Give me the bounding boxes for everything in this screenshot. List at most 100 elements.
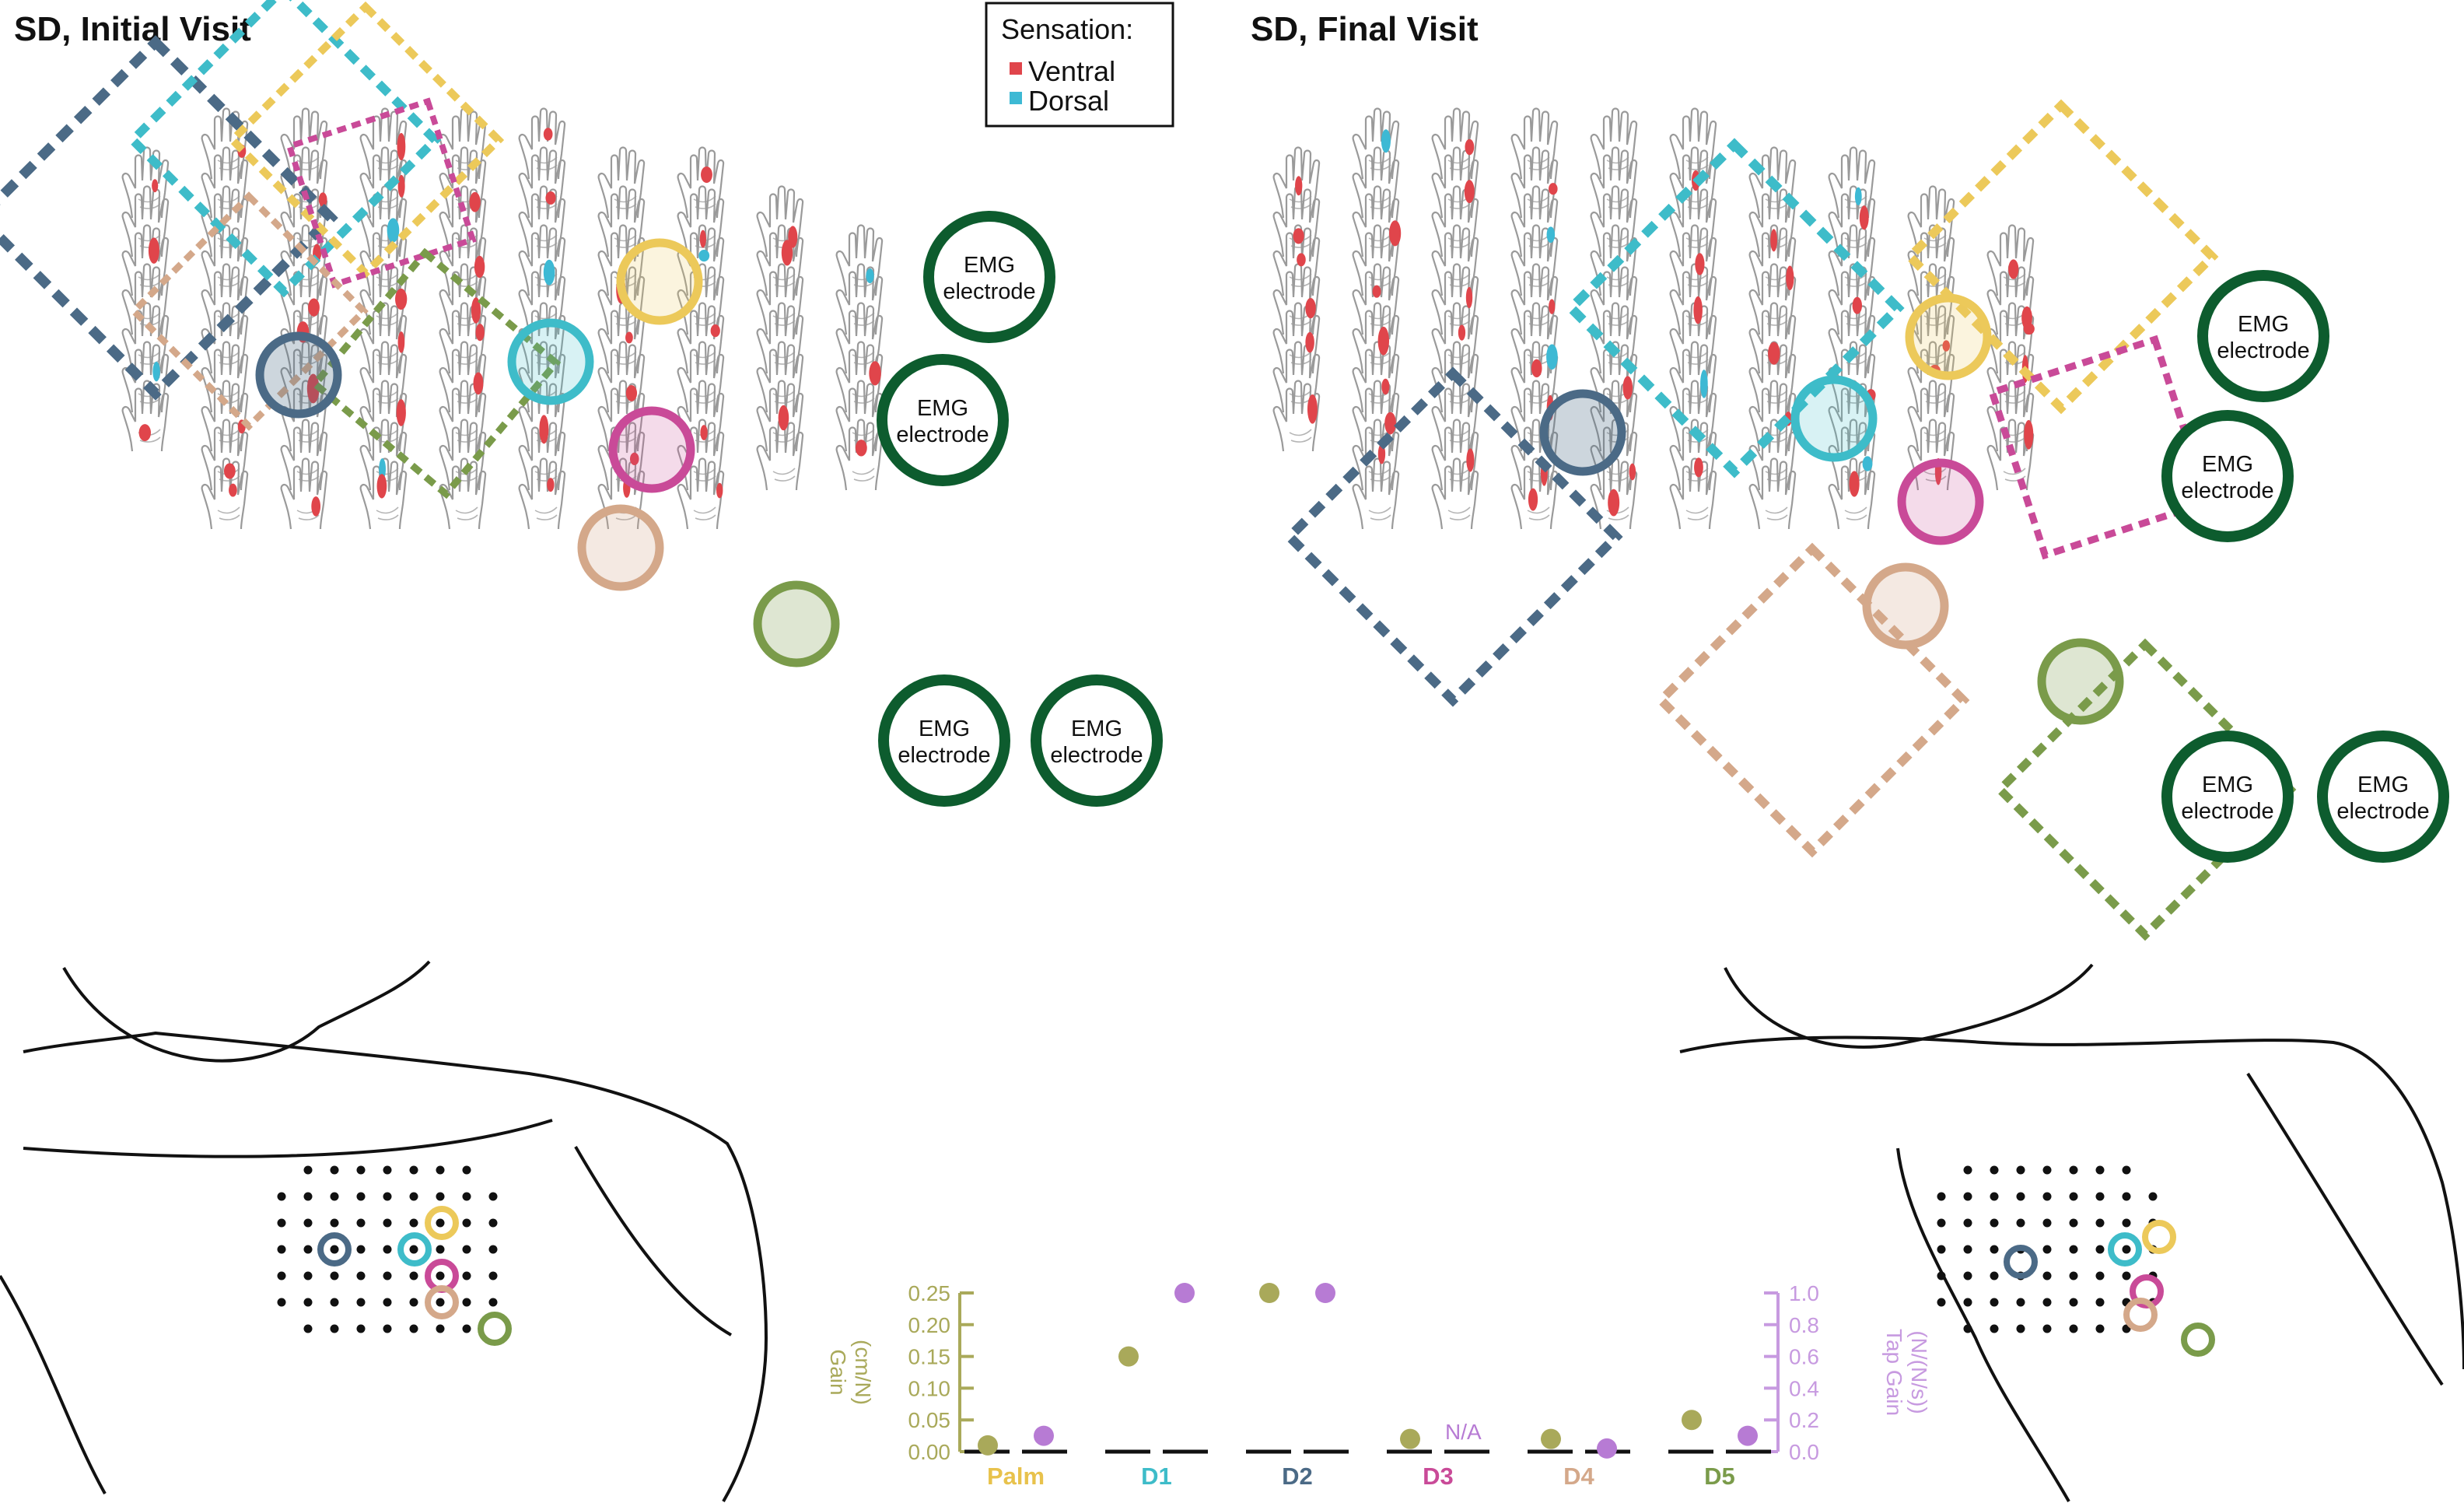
sensation-mark	[376, 474, 387, 499]
right-region-d2	[1283, 366, 1623, 707]
electrode-dot	[383, 1271, 392, 1281]
sensation-mark	[1849, 471, 1860, 497]
electrode-dot	[303, 1192, 313, 1201]
gain-chart: 0.000.050.100.150.200.25 0.00.20.40.60.8…	[826, 1281, 1931, 1490]
left-torso-outline	[0, 960, 768, 1503]
sensation-mark	[1859, 205, 1869, 230]
electrode-dot	[409, 1324, 418, 1333]
right-array-palm	[2142, 1220, 2176, 1254]
electrode-dot	[1937, 1298, 1946, 1307]
right-site-d4	[1862, 562, 1949, 650]
sensation-mark	[1465, 286, 1473, 309]
electrode-dot	[277, 1218, 286, 1228]
left-axis-label-units: (cm/N)	[851, 1340, 875, 1405]
left-site-d1	[507, 318, 594, 405]
electrode-dot	[356, 1165, 366, 1175]
electrode-dot	[303, 1165, 313, 1175]
right-axis-tick-label: 1.0	[1789, 1281, 1819, 1305]
sensation-mark	[469, 191, 481, 212]
electrode-dot	[2148, 1192, 2158, 1201]
sensation-mark	[387, 218, 400, 243]
electrode-dot	[383, 1298, 392, 1307]
left-emg-1: EMG electrode	[929, 216, 1050, 338]
sensation-mark	[152, 361, 160, 382]
sensation-mark	[545, 191, 556, 205]
category-label: D3	[1423, 1463, 1454, 1490]
electrode-dot	[356, 1324, 366, 1333]
sensation-mark	[1693, 296, 1703, 324]
sensation-mark	[716, 482, 723, 499]
electrode-dot	[383, 1245, 392, 1254]
electrode-dot	[2069, 1218, 2078, 1228]
electrode-dot	[409, 1165, 418, 1175]
electrode-dot	[2042, 1298, 2052, 1307]
sensation-mark	[543, 128, 553, 141]
sensation-mark	[471, 297, 481, 324]
sensation-mark	[1854, 187, 1862, 206]
sensation-mark	[1307, 394, 1318, 424]
legend-swatch-dorsal	[1010, 92, 1022, 104]
hand-icon	[1669, 457, 1717, 531]
electrode-dot	[462, 1271, 471, 1281]
category-label: D1	[1141, 1463, 1172, 1490]
sensation-mark	[379, 458, 386, 480]
sensation-mark	[701, 166, 712, 184]
electrode-dot	[409, 1192, 418, 1201]
sensation-mark	[1942, 340, 1951, 352]
electrode-dot	[1963, 1218, 1972, 1228]
electrode-dot	[2069, 1298, 2078, 1307]
sensation-mark	[1700, 370, 1708, 398]
emg-label: EMG	[964, 253, 1015, 278]
sensation-mark	[1546, 226, 1556, 243]
hand-icon	[280, 457, 328, 531]
electrode-dot	[2042, 1165, 2052, 1175]
electrode-dot	[488, 1218, 498, 1228]
electrode-dot	[2122, 1192, 2131, 1201]
tap-gain-point	[1315, 1283, 1335, 1303]
sensation-mark	[1384, 412, 1396, 435]
electrode-dot	[1963, 1298, 1972, 1307]
electrode-dot	[2042, 1218, 2052, 1228]
right-sensation-marks	[1293, 129, 2035, 517]
right-region-d1	[1564, 138, 1905, 478]
sensation-mark	[543, 259, 555, 286]
left-site-d2	[255, 331, 342, 419]
emg-label: electrode	[898, 743, 990, 768]
left-axis-tick-label: 0.00	[908, 1440, 951, 1464]
sensation-mark	[629, 452, 639, 465]
right-axis-tick-label: 0.6	[1789, 1345, 1819, 1369]
sensation-mark	[306, 373, 320, 404]
electrode-dot	[436, 1245, 445, 1254]
sensation-mark	[1852, 296, 1863, 314]
left-site-d3	[608, 406, 695, 493]
sensation-mark	[625, 385, 638, 401]
electrode-dot	[488, 1298, 498, 1307]
electrode-dot	[488, 1245, 498, 1254]
sensation-mark	[700, 425, 708, 440]
sensation-mark	[1458, 324, 1466, 341]
right-axis-ticks: 0.00.20.40.60.81.0	[1764, 1281, 1819, 1464]
left-array-d4	[425, 1285, 459, 1319]
sensation-mark	[148, 237, 159, 264]
electrode-dot	[2042, 1324, 2052, 1333]
electrode-dot	[409, 1298, 418, 1307]
emg-label: EMG	[919, 716, 970, 741]
category-label: D5	[1704, 1463, 1735, 1490]
tap-gain-point	[1174, 1283, 1195, 1303]
hand-icon	[518, 457, 566, 531]
left-axis-tick-label: 0.25	[908, 1281, 951, 1305]
right-site-d3	[1897, 458, 1984, 545]
electrode-dot	[2095, 1298, 2105, 1307]
sensation-mark	[778, 405, 789, 431]
electrode-dot	[1990, 1271, 1999, 1281]
sensation-mark	[474, 255, 485, 279]
sensation-mark	[855, 440, 867, 457]
sensation-mark	[1622, 376, 1633, 400]
electrode-dot	[303, 1271, 313, 1281]
hand-icon	[1352, 457, 1400, 531]
emg-label: electrode	[2181, 478, 2273, 503]
emg-label: EMG	[2238, 312, 2289, 337]
emg-label: electrode	[2336, 799, 2429, 824]
electrode-dot	[2095, 1271, 2105, 1281]
electrode-dot	[1963, 1324, 1972, 1333]
